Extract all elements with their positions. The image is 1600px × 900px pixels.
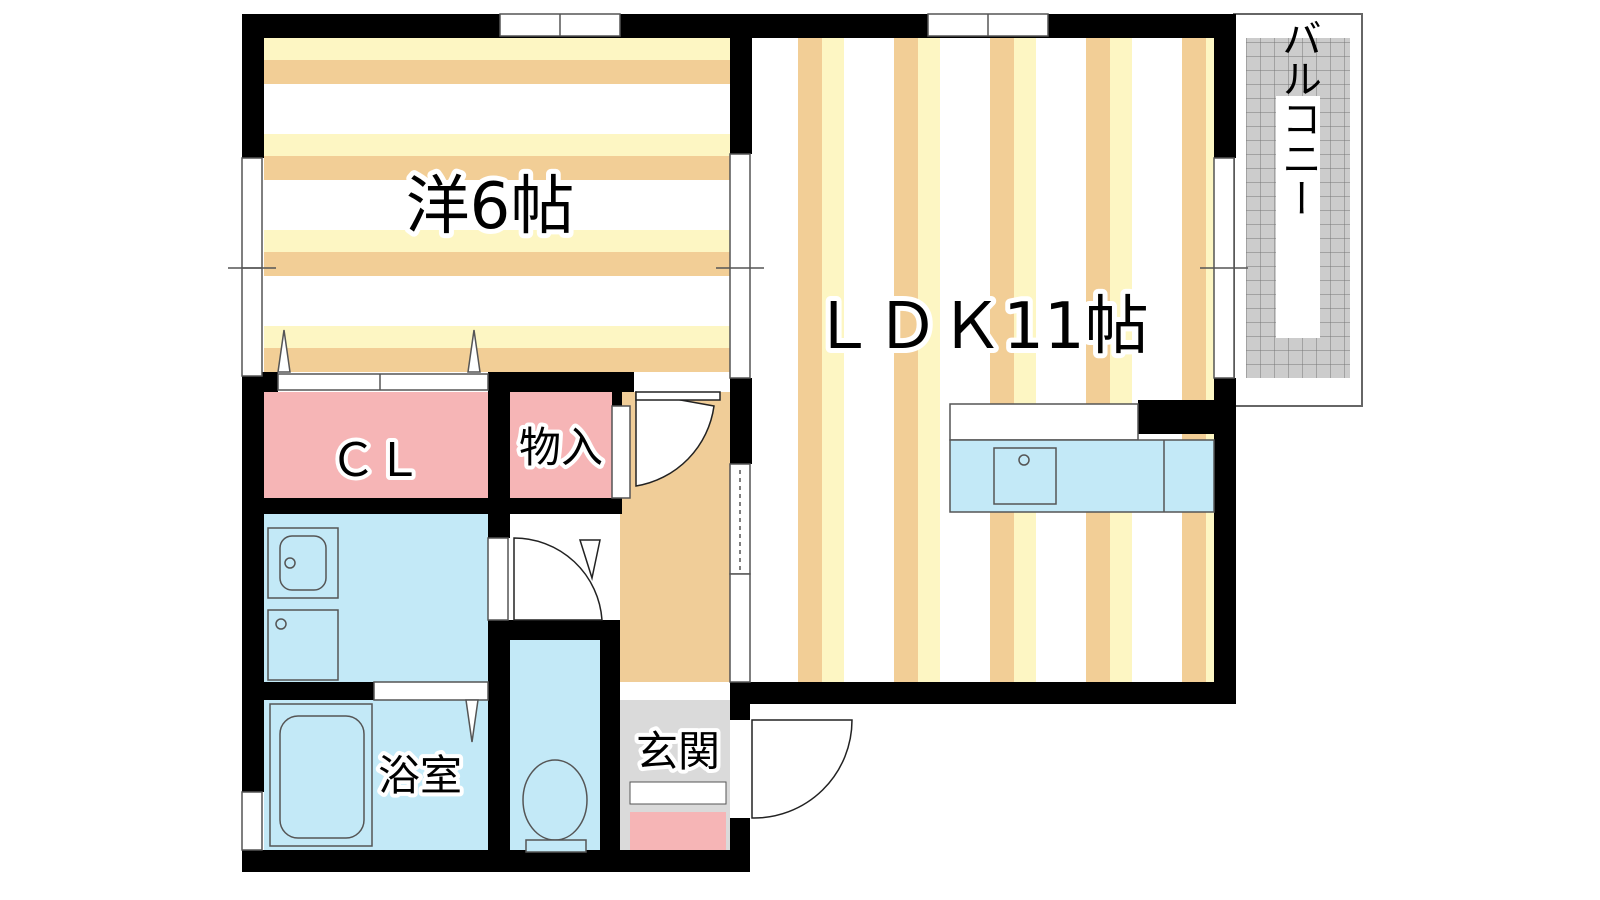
storage-floor	[510, 392, 612, 498]
bath-floor	[264, 700, 488, 850]
balcony-label-bg	[1276, 96, 1320, 338]
swing-doors	[513, 391, 853, 819]
ldk-label: ＬＤＫ11帖	[811, 290, 1148, 364]
western-room-label: 洋6帖	[406, 170, 575, 244]
washbasin-icon	[267, 527, 339, 599]
balcony-label: バルコニー	[1275, 18, 1321, 218]
closet-floor	[264, 392, 488, 498]
walls	[242, 14, 1236, 872]
ldk-floor	[736, 38, 1216, 682]
entrance-step	[629, 781, 727, 805]
closet-label: ＣＬ	[330, 433, 422, 487]
kitchen-counter	[949, 403, 1215, 513]
entrance-mat	[630, 812, 726, 852]
toilet-icon	[522, 759, 588, 853]
windows	[228, 13, 1248, 851]
bath-label: 浴室	[378, 751, 462, 800]
sliding-doors	[277, 329, 751, 743]
western-room-floor	[264, 38, 730, 372]
sink-icon	[993, 447, 1057, 505]
storage-label: 物入	[519, 423, 603, 472]
washer-space-icon	[267, 609, 339, 681]
entrance-label: 玄関	[636, 727, 720, 776]
bathtub-icon	[269, 703, 373, 847]
washroom-fixtures	[267, 527, 339, 681]
